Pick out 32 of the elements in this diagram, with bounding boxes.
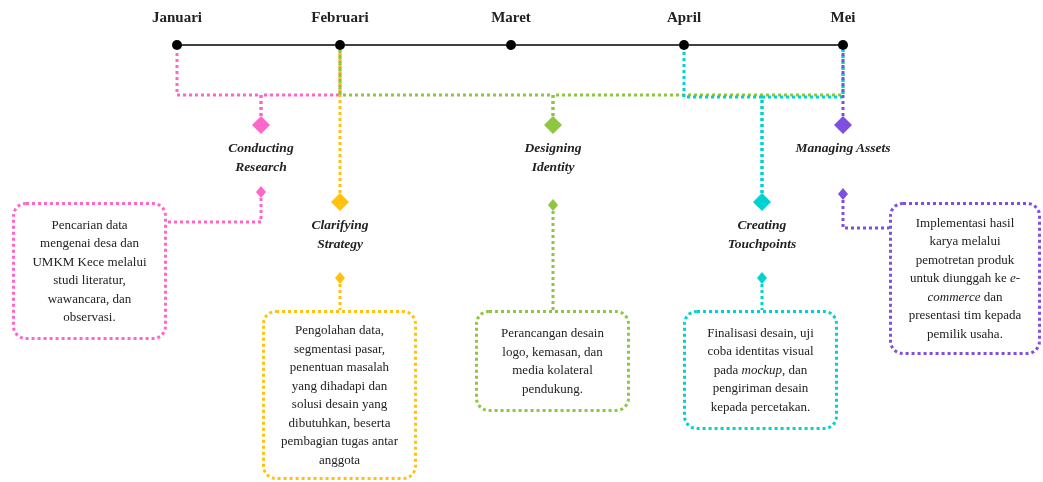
connector-line <box>760 50 845 193</box>
connector-line <box>515 44 680 46</box>
timeline-dot <box>506 40 516 50</box>
timeline-dot <box>679 40 689 50</box>
connector-line <box>344 44 507 46</box>
leader-line <box>757 272 767 310</box>
description-box: Perancangan desain logo, kemasan, dan media kolateral pendukung. <box>475 310 630 412</box>
phase-title: Clarifying Strategy <box>310 216 370 253</box>
month-label: Maret <box>490 9 532 26</box>
leader-line <box>335 272 345 310</box>
description-box: Pengolahan data, segmentasi pasar, penentuan masalah yang dihadapi dan solusi desain yang dibutuhkan, beserta pembagian tugas antar anggota <box>262 310 417 480</box>
connector-line <box>841 50 845 116</box>
description-box: Pencarian data mengenai desa dan UMKM Kece melalui studi literatur, wawancara, dan observasi. <box>12 202 167 340</box>
phase-title: Conducting Research <box>227 139 295 176</box>
phase-title: Managing Assets <box>795 139 891 157</box>
month-label: Januari <box>151 9 203 26</box>
timeline-dot <box>838 40 848 50</box>
description-box: Implementasi hasil karya melalui pemotretan produk untuk diunggah ke e-commerce dan presentasi tim kepada pemilik usaha. <box>889 202 1041 355</box>
timeline-dot <box>335 40 345 50</box>
leader-line <box>548 199 558 310</box>
month-label: Mei <box>829 9 857 26</box>
month-label: Februari <box>310 9 370 26</box>
phase-title: Creating Touchpoints <box>726 216 798 253</box>
timeline-dot <box>172 40 182 50</box>
leader-line <box>838 188 889 230</box>
phase-title: Designing Identity <box>523 139 583 176</box>
connector-line <box>338 50 342 193</box>
connector-line <box>688 44 839 46</box>
description-box: Finalisasi desain, uji coba identitas visual pada mockup, dan pengiriman desain kepada percetakan. <box>683 310 838 430</box>
leader-line <box>167 186 266 224</box>
month-label: April <box>665 9 703 26</box>
connector-line <box>181 44 336 46</box>
